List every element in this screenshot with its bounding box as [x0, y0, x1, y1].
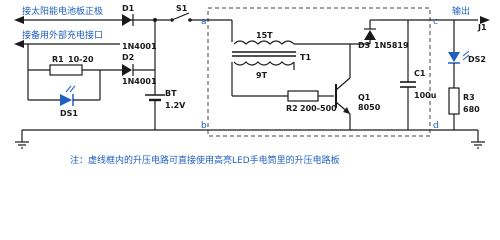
d3-diode	[364, 28, 376, 40]
boost-circuit-frame	[207, 7, 431, 137]
r1-value: 10-20	[68, 55, 94, 64]
external-charge-label: 接备用外部充电接口	[22, 29, 103, 41]
solar-input-arrow	[14, 16, 24, 24]
ds1-ref: DS1	[60, 109, 78, 118]
output-label: 输出	[452, 5, 470, 17]
q1-transistor	[335, 44, 351, 130]
q1-value: 8050	[358, 103, 381, 112]
circuit-diagram: 接太阳能电池板正极 接备用外部充电接口 输出 J1 D1 1N4001 D2 1…	[14, 4, 490, 166]
r2-value: 200-500	[300, 104, 337, 113]
ds2-ref: DS2	[468, 55, 486, 64]
d3-value: 1N5819	[374, 41, 409, 50]
node-c: c	[433, 17, 438, 27]
node-b: b	[201, 121, 207, 131]
ground-left-icon	[15, 141, 29, 149]
ground-right-icon	[471, 141, 485, 149]
d1-value: 1N4001	[122, 42, 157, 51]
r2-resistor	[287, 90, 319, 102]
d2-value: 1N4001	[122, 77, 157, 86]
junction-dot	[153, 18, 157, 22]
t1-ref: T1	[300, 53, 311, 62]
c1-value: 100u	[414, 91, 437, 100]
t1-secondary-turns: 9T	[256, 71, 268, 80]
s1-contact-right	[188, 18, 192, 22]
r2-ref: R2	[286, 104, 298, 113]
ds1-led	[60, 85, 76, 106]
d1-diode	[122, 14, 134, 26]
c1-ref: C1	[414, 69, 426, 78]
footnote: 注：虚线框内的升压电路可直接使用高亮LED手电筒里的升压电路板	[70, 154, 340, 166]
r3-value: 680	[463, 105, 480, 114]
node-a: a	[201, 17, 207, 27]
node-d: d	[433, 121, 439, 131]
r3-resistor	[448, 87, 460, 115]
s1-lever	[171, 12, 190, 21]
t1-transformer	[231, 20, 330, 96]
output-arrow	[480, 16, 490, 24]
r1-resistor	[49, 64, 83, 76]
r1-ref: R1	[52, 55, 64, 64]
d2-ref: D2	[122, 53, 134, 62]
q1-ref: Q1	[358, 93, 371, 102]
solar-panel-label: 接太阳能电池板正极	[22, 5, 103, 17]
d1-ref: D1	[122, 4, 135, 13]
ds2-led	[448, 50, 470, 64]
d3-ref: D3	[358, 41, 370, 50]
r3-ref: R3	[463, 93, 475, 102]
d2-diode	[122, 64, 134, 76]
s1-ref: S1	[176, 4, 188, 13]
j1-ref: J1	[477, 23, 487, 32]
external-input-arrow	[14, 40, 24, 48]
bt-ref: BT	[165, 89, 177, 98]
bt-value: 1.2V	[165, 101, 186, 110]
t1-primary-turns: 15T	[256, 31, 273, 40]
